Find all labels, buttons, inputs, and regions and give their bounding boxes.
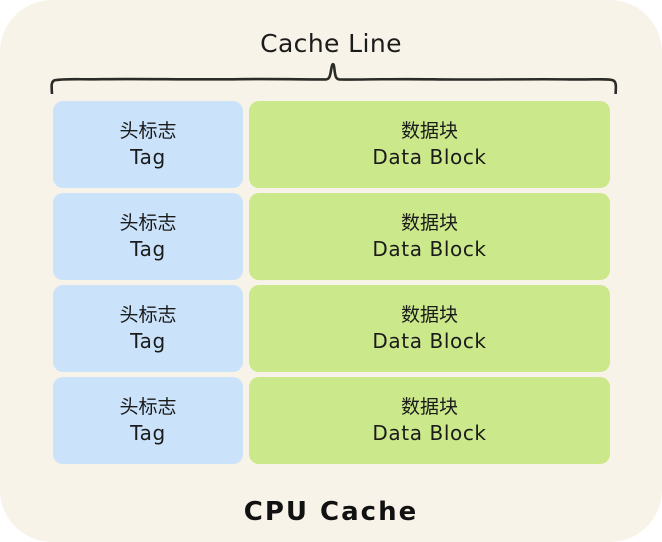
- cache-tag-cell: 头标志 Tag: [53, 377, 243, 464]
- cache-data-label-cn: 数据块: [400, 396, 458, 418]
- cache-tag-label-en: Tag: [130, 145, 166, 169]
- cache-data-label-cn: 数据块: [400, 304, 458, 326]
- cache-tag-cell: 头标志 Tag: [53, 193, 243, 280]
- cache-tag-label-cn: 头标志: [119, 120, 177, 142]
- cache-data-cell: 数据块 Data Block: [249, 285, 610, 372]
- cache-tag-label-en: Tag: [130, 237, 166, 261]
- cache-tag-label-cn: 头标志: [119, 212, 177, 234]
- table-row: 头标志 Tag 数据块 Data Block: [53, 101, 610, 188]
- cache-tag-label-cn: 头标志: [119, 304, 177, 326]
- cache-tag-label-en: Tag: [130, 329, 166, 353]
- cache-data-cell: 数据块 Data Block: [249, 101, 610, 188]
- table-row: 头标志 Tag 数据块 Data Block: [53, 285, 610, 372]
- cache-data-label-en: Data Block: [372, 145, 487, 169]
- cache-tag-cell: 头标志 Tag: [53, 285, 243, 372]
- cache-data-label-en: Data Block: [372, 421, 487, 445]
- brace-icon: [50, 62, 618, 94]
- cache-line-grid: 头标志 Tag 数据块 Data Block 头标志 Tag 数据块 Data …: [53, 101, 610, 464]
- page-title: Cache Line: [260, 29, 402, 58]
- diagram-caption: CPU Cache: [243, 497, 419, 527]
- cache-data-label-en: Data Block: [372, 329, 487, 353]
- cache-data-label-cn: 数据块: [400, 120, 458, 142]
- cache-line-brace: [40, 58, 626, 94]
- table-row: 头标志 Tag 数据块 Data Block: [53, 193, 610, 280]
- cache-tag-cell: 头标志 Tag: [53, 101, 243, 188]
- cache-data-cell: 数据块 Data Block: [249, 377, 610, 464]
- cache-data-label-cn: 数据块: [400, 212, 458, 234]
- cache-tag-label-en: Tag: [130, 421, 166, 445]
- cache-data-cell: 数据块 Data Block: [249, 193, 610, 280]
- cache-tag-label-cn: 头标志: [119, 396, 177, 418]
- cache-data-label-en: Data Block: [372, 237, 487, 261]
- table-row: 头标志 Tag 数据块 Data Block: [53, 377, 610, 464]
